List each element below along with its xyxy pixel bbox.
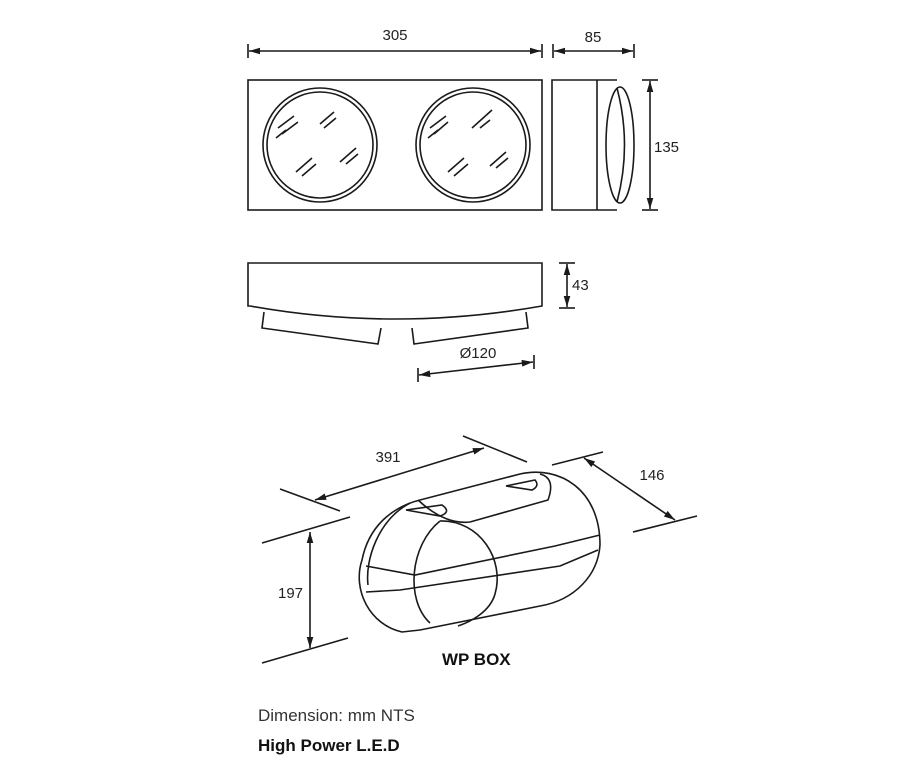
dimension-label: 391 [375, 449, 400, 466]
dimension-label: 43 [572, 277, 589, 294]
dimension-label: 135 [654, 139, 679, 156]
product-name: WP BOX [442, 650, 511, 669]
bottom-view [247, 262, 543, 345]
dimension-label: Ø120 [460, 345, 497, 362]
dimension-146: 146 [551, 451, 698, 533]
dimension-diameter-120: Ø120 [417, 345, 535, 382]
dimension-label: 305 [382, 27, 407, 44]
isometric-view [358, 471, 601, 633]
side-view [551, 79, 635, 211]
dimension-135: 135 [642, 79, 679, 211]
product-type: High Power L.E.D [258, 736, 400, 755]
dimension-391: 391 [279, 435, 528, 512]
units-note: Dimension: mm NTS [258, 706, 415, 725]
dimension-85: 85 [552, 29, 635, 58]
dimension-197: 197 [261, 516, 351, 664]
dimension-43: 43 [559, 262, 589, 309]
dimension-label: 197 [278, 585, 303, 602]
dimension-label: 146 [639, 467, 664, 484]
dimension-label: 85 [585, 29, 602, 46]
front-view [247, 79, 543, 211]
dimension-305: 305 [247, 27, 543, 58]
